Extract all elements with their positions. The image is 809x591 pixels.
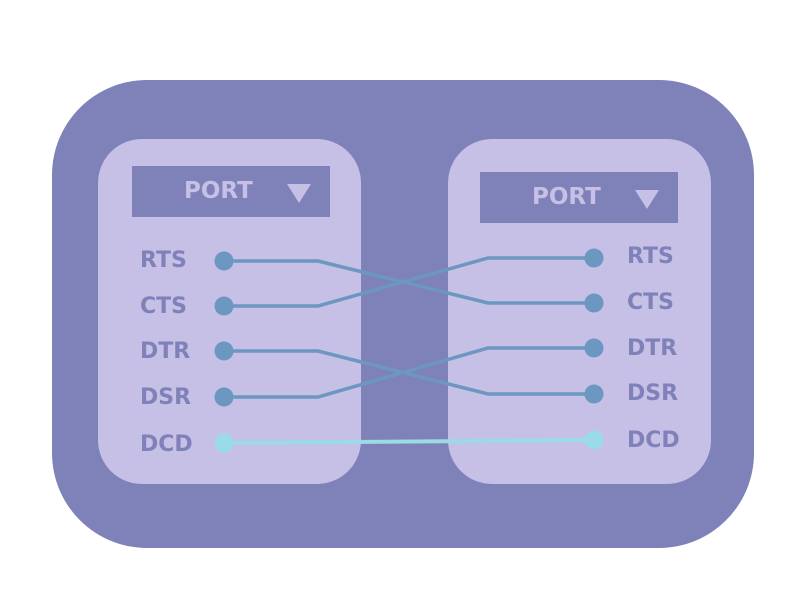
- left-pin-dcd: [214, 433, 234, 453]
- left-signal-dtr: DTR: [140, 339, 191, 364]
- chevron-down-icon: [287, 184, 311, 203]
- wire-cts-to-rts: [224, 256, 594, 308]
- left-signal-dcd: DCD: [140, 432, 193, 457]
- right-port-label: PORT: [532, 184, 601, 210]
- left-pin-cts: [214, 296, 234, 316]
- left-pin-rts: [214, 251, 234, 271]
- right-signal-cts: CTS: [627, 290, 674, 315]
- left-port-label: PORT: [184, 178, 253, 204]
- left-port-dropdown[interactable]: PORT: [132, 166, 330, 217]
- left-pin-dsr: [214, 387, 234, 407]
- right-signal-dtr: DTR: [627, 336, 678, 361]
- left-signal-dsr: DSR: [140, 385, 192, 410]
- right-signal-rts: RTS: [627, 244, 674, 269]
- left-signal-cts: CTS: [140, 294, 187, 319]
- right-port-dropdown[interactable]: PORT: [480, 172, 678, 223]
- right-pin-rts: [584, 248, 604, 268]
- wire-dcd-to-dcd: [223, 438, 595, 445]
- left-signal-rts: RTS: [140, 248, 187, 273]
- wire-dsr-to-dtr: [224, 346, 594, 399]
- right-pin-dtr: [584, 338, 604, 358]
- right-signal-dsr: DSR: [627, 381, 679, 406]
- right-signal-dcd: DCD: [627, 428, 680, 453]
- chevron-down-icon: [635, 190, 659, 209]
- right-pin-dsr: [584, 384, 604, 404]
- right-pin-cts: [584, 293, 604, 313]
- right-pin-dcd: [584, 430, 604, 450]
- left-pin-dtr: [214, 341, 234, 361]
